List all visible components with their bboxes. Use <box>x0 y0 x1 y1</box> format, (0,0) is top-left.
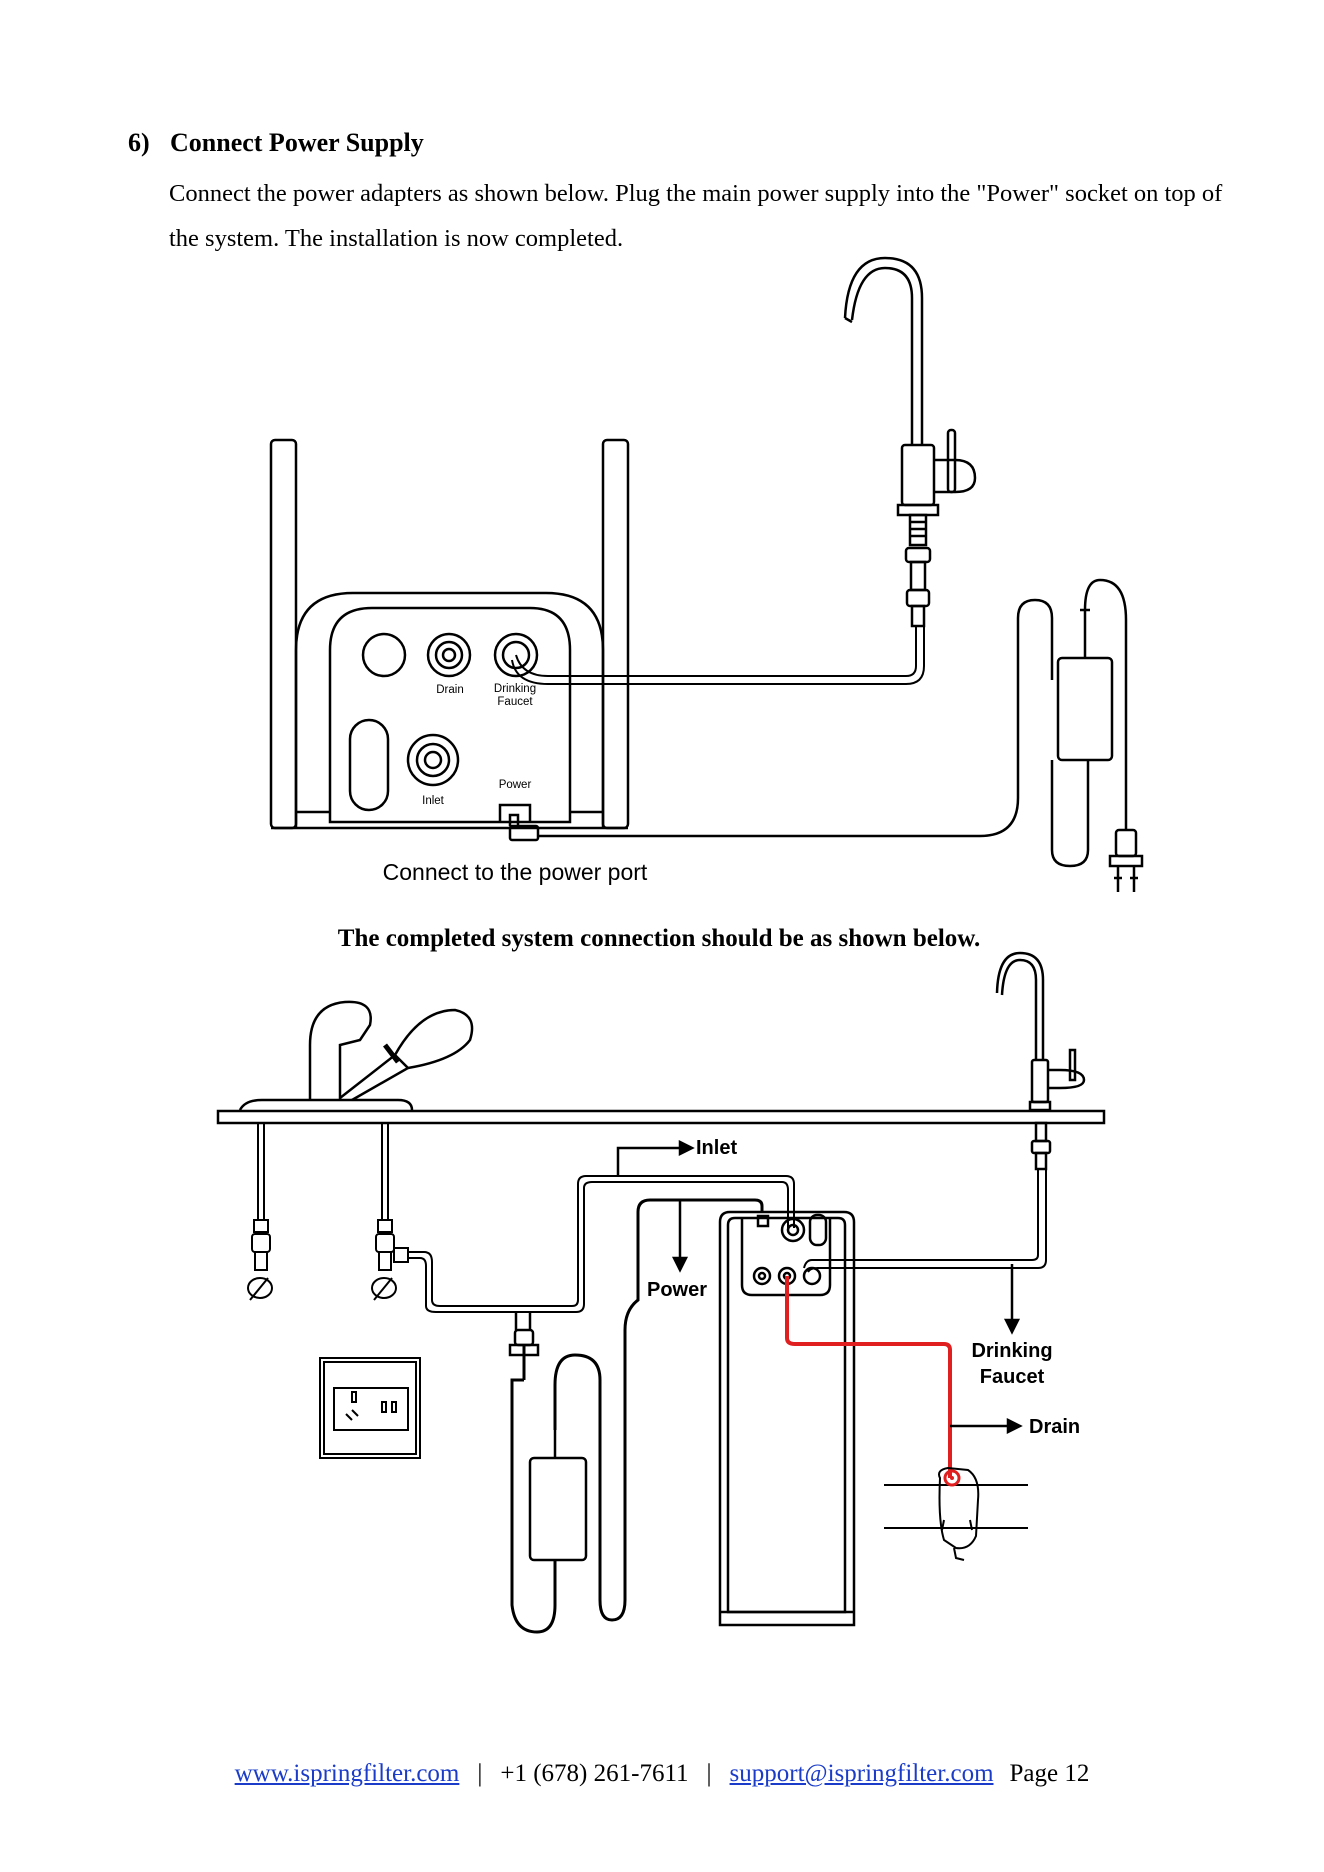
completed-system-caption: The completed system connection should b… <box>0 925 1324 953</box>
figure1-labels: Drain Drinking Faucet Inlet Power <box>422 683 536 807</box>
step-instructions: Connect the power adapters as shown belo… <box>169 180 1223 252</box>
power-port-caption: Connect to the power port <box>383 859 648 885</box>
page-footer: www.ispringfilter.com | +1 (678) 261-7611 |… <box>0 1760 1324 1788</box>
countertop <box>216 1109 1106 1125</box>
drinking-port-label: Drinking <box>494 683 536 695</box>
drain-port-label: Drain <box>436 684 463 696</box>
drain-label: Drain <box>1029 1416 1080 1438</box>
ro-system-unit <box>718 1210 856 1627</box>
completed-system-caption-text: The completed system connection should b… <box>337 925 981 952</box>
inlet-tubing <box>408 1175 795 1313</box>
drinking-faucet-figure2 <box>995 951 1086 1171</box>
drain-tubing <box>785 1276 952 1478</box>
power-cable <box>508 598 1090 868</box>
faucet-label: Faucet <box>980 1366 1045 1388</box>
drinking-tubing <box>803 1169 1047 1273</box>
power-port-label: Power <box>499 779 532 791</box>
step-title: Connect Power Supply <box>170 128 424 157</box>
step-number: 6) <box>128 128 150 157</box>
website-link[interactable]: www.ispringfilter.com <box>234 1760 460 1787</box>
drinking-faucet-arrow <box>1003 1264 1021 1335</box>
phone-number: +1 (678) 261-7611 <box>500 1760 689 1787</box>
system-top-view <box>269 438 630 830</box>
email-link[interactable]: support@ispringfilter.com <box>729 1760 994 1787</box>
footer-separator: | <box>477 1760 483 1787</box>
faucet-port-label: Faucet <box>497 696 533 708</box>
kitchen-faucet-illustration <box>238 1000 474 1111</box>
inlet-arrow <box>616 1139 695 1176</box>
power-arrow <box>671 1200 689 1273</box>
power-cable-unit <box>510 1198 764 1634</box>
inlet-label: Inlet <box>696 1137 737 1159</box>
step-heading: 6) Connect Power Supply <box>128 128 424 158</box>
power-label: Power <box>647 1279 707 1301</box>
drain-arrow <box>950 1417 1023 1435</box>
power-adapter-unit <box>508 1312 588 1562</box>
footer-separator: | <box>706 1760 712 1787</box>
supply-valves <box>247 1123 409 1301</box>
drinking-faucet-illustration <box>843 256 977 628</box>
inlet-port-label: Inlet <box>422 795 445 807</box>
power-adapter <box>1056 578 1144 892</box>
figure2-labels: Inlet Power Drinking Faucet Drain <box>647 1137 1080 1438</box>
faucet-tubing <box>511 625 925 685</box>
drinking-label: Drinking <box>971 1340 1052 1362</box>
wall-outlet <box>319 1357 421 1459</box>
page-number: Page 12 <box>1009 1760 1090 1787</box>
drain-saddle <box>884 1466 1028 1561</box>
